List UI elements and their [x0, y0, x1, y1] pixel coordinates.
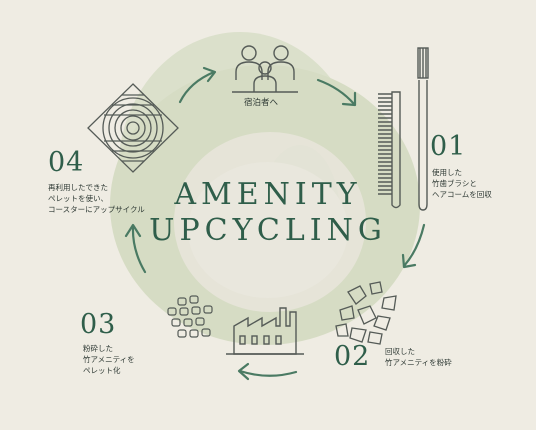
- step-04-line: コースターにアップサイクル: [48, 205, 145, 214]
- arrow-01-to-02: [401, 223, 426, 269]
- step-02-line: 竹アメニティを粉砕: [385, 358, 452, 367]
- guests-icon: [232, 45, 298, 93]
- step-02-line: 回収した: [385, 347, 415, 356]
- coaster-icon: [87, 83, 179, 173]
- crushed-pieces-icon: [335, 281, 397, 345]
- factory-icon: [226, 307, 304, 355]
- step-03-number: 03: [80, 309, 117, 340]
- top-label: 宿泊者へ: [244, 98, 279, 108]
- step-01-number: 01: [430, 131, 467, 162]
- step-04-line: 再利用したできた: [48, 183, 108, 192]
- pellets-icon: [167, 295, 213, 338]
- arrow-02-to-03: [237, 362, 298, 381]
- step-01-text: 使用した 竹歯ブラシと ヘアコームを回収: [432, 167, 492, 200]
- step-03-text: 粉砕した 竹アメニティを ペレット化: [83, 343, 135, 376]
- arrow-top-to-01: [316, 78, 357, 107]
- step-01-line: 竹歯ブラシと: [432, 179, 477, 188]
- step-03-line: ペレット化: [83, 366, 121, 375]
- step-04-number: 04: [48, 147, 85, 178]
- step-02-number: 02: [334, 341, 371, 372]
- title-line-2: UPCYCLING: [149, 213, 387, 248]
- title-line-1: AMENITY: [174, 177, 362, 212]
- step-01-line: ヘアコームを回収: [432, 190, 492, 199]
- step-04-text: 再利用したできた ペレットを使い、 コースターにアップサイクル: [48, 182, 145, 215]
- step-02-text: 回収した 竹アメニティを粉砕: [385, 346, 452, 368]
- step-04-line: ペレットを使い、: [48, 194, 108, 203]
- toothbrush-comb-icon: [378, 47, 429, 211]
- step-03-line: 粉砕した: [83, 344, 113, 353]
- background-ring: [110, 32, 420, 345]
- step-03-line: 竹アメニティを: [83, 355, 135, 364]
- step-01-line: 使用した: [432, 168, 462, 177]
- arrow-04-to-top: [178, 66, 217, 104]
- arrow-03-to-04: [124, 223, 147, 274]
